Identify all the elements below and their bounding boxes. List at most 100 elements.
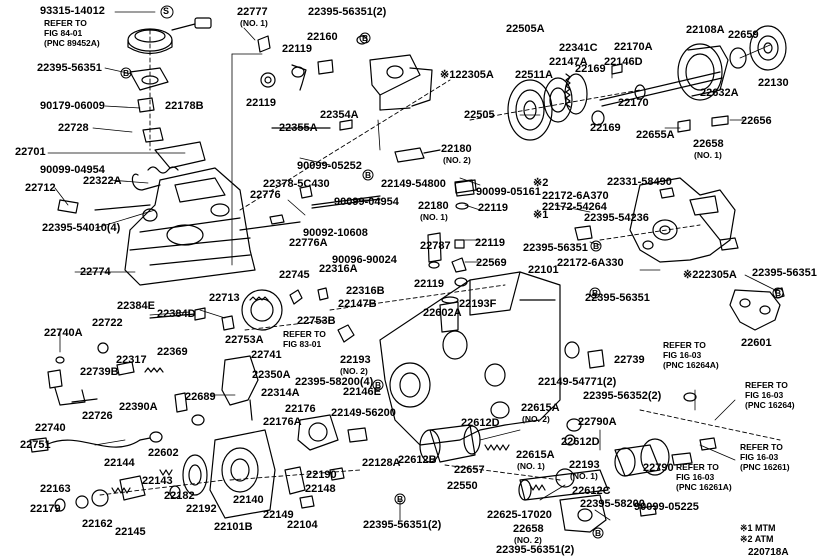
part-label: 22511A bbox=[515, 69, 553, 81]
pump-housing bbox=[379, 271, 605, 446]
part-note: (NO. 1) bbox=[694, 150, 722, 160]
part-label: 22790A bbox=[578, 416, 617, 428]
pump-cover bbox=[54, 429, 345, 519]
part-label: 93315-14012 bbox=[40, 5, 105, 17]
part-label: 22350A bbox=[252, 369, 291, 381]
part-label: 22316B bbox=[346, 285, 385, 297]
part-label: 22172-6A370 bbox=[542, 190, 609, 202]
part-label: 22505A bbox=[506, 23, 545, 35]
b-badge: B bbox=[375, 380, 382, 390]
part-label: 22172-6A330 bbox=[557, 257, 624, 269]
b-badge: B bbox=[123, 68, 130, 78]
part-label: 22178B bbox=[165, 100, 204, 112]
part-label: 22655A bbox=[636, 129, 675, 141]
part-label: 22777 bbox=[237, 6, 268, 18]
part-label: 22163 bbox=[40, 483, 71, 495]
part-label: 22322A bbox=[83, 175, 122, 187]
part-note: (NO. 2) bbox=[443, 155, 471, 165]
part-note: (NO. 1) bbox=[517, 461, 545, 471]
assembly-lines bbox=[99, 29, 781, 496]
reference-note: REFER TO FIG 16-03 (PNC 16264A) bbox=[663, 340, 719, 370]
part-label: 22182 bbox=[164, 490, 195, 502]
part-label: 22753A bbox=[225, 334, 264, 346]
part-label: 22632A bbox=[700, 87, 739, 99]
part-label: 22146D bbox=[604, 56, 643, 68]
part-label: 22190 bbox=[306, 469, 337, 481]
part-label: 22193 bbox=[569, 459, 600, 471]
part-label: 22739B bbox=[80, 366, 119, 378]
reference-note: REFER TO FIG 84-01 (PNC 89452A) bbox=[44, 18, 100, 48]
drive-shaft-assembly bbox=[507, 25, 787, 141]
part-label: 22119 bbox=[282, 43, 312, 55]
top-solenoid bbox=[127, 17, 212, 143]
part-label: 22169 bbox=[590, 122, 621, 134]
part-label: 90099-05225 bbox=[634, 501, 699, 513]
part-label: 22172-54264 bbox=[542, 201, 607, 213]
part-label: 22395-56351 bbox=[585, 292, 650, 304]
figure-code: 220718A bbox=[748, 547, 789, 558]
part-label: 22712 bbox=[25, 182, 56, 194]
part-label: 22140 bbox=[233, 494, 264, 506]
b-badge: B bbox=[593, 241, 600, 251]
reference-note: REFER TO FIG 16-03 (PNC 16261A) bbox=[676, 462, 732, 492]
part-label: 22689 bbox=[185, 391, 216, 403]
part-label: 22787 bbox=[420, 240, 451, 252]
part-label: 22550 bbox=[447, 480, 478, 492]
part-label: 22130 bbox=[758, 77, 789, 89]
part-label: 22170A bbox=[614, 41, 653, 53]
part-label: 22659 bbox=[728, 29, 759, 41]
part-label: 22369 bbox=[157, 346, 188, 358]
part-label: 22128A bbox=[362, 457, 401, 469]
part-label: 22602A bbox=[423, 307, 462, 319]
part-label: 90099-04954 bbox=[334, 196, 399, 208]
part-label: 22149 bbox=[263, 509, 294, 521]
part-label: 22739 bbox=[614, 354, 645, 366]
part-label: 22316A bbox=[319, 263, 358, 275]
part-label: 22601 bbox=[741, 337, 772, 349]
reference-note: REFER TO FIG 16-03 (PNC 16261) bbox=[740, 442, 790, 472]
b-badge: B bbox=[362, 33, 369, 43]
b-badge: B bbox=[592, 288, 599, 298]
part-label: 22180 bbox=[441, 143, 472, 155]
part-label: 90099-05252 bbox=[297, 160, 362, 172]
part-label: 22384D bbox=[157, 308, 196, 320]
part-label: 22179 bbox=[30, 503, 61, 515]
part-label: 22395-56351 bbox=[37, 62, 102, 74]
leader-lines bbox=[47, 11, 776, 521]
part-label: 22615A bbox=[516, 449, 555, 461]
part-label: 22657 bbox=[454, 464, 485, 476]
part-note: (NO. 1) bbox=[420, 212, 448, 222]
part-label: 22753B bbox=[297, 315, 336, 327]
part-note: (NO. 1) bbox=[570, 471, 598, 481]
part-label: 22658 bbox=[513, 523, 544, 535]
part-label: 90092-10608 bbox=[303, 227, 368, 239]
part-label: 22180 bbox=[418, 200, 449, 212]
part-label: 22395-54010(4) bbox=[42, 222, 121, 234]
part-label: 22144 bbox=[104, 457, 135, 469]
part-note: (NO. 2) bbox=[514, 535, 542, 545]
part-label: 22119 bbox=[478, 202, 508, 214]
part-label: 22625-17020 bbox=[487, 509, 552, 521]
part-label: 22726 bbox=[82, 410, 113, 422]
lever-assembly bbox=[454, 177, 739, 263]
part-label: 22395-56351(2) bbox=[308, 6, 387, 18]
part-label: 22395-56351(2) bbox=[496, 544, 575, 556]
part-label: 22119 bbox=[475, 237, 505, 249]
part-label: 22148 bbox=[305, 483, 336, 495]
part-label: 22612D bbox=[561, 436, 600, 448]
part-label: 22119 bbox=[246, 97, 276, 109]
part-label: 22395-56352(2) bbox=[583, 390, 662, 402]
part-label: 22192 bbox=[186, 503, 217, 515]
sensor-cable bbox=[29, 431, 163, 453]
part-label: 90179-06009 bbox=[40, 100, 105, 112]
part-label: 22101 bbox=[528, 264, 559, 276]
part-label: 22751 bbox=[20, 439, 51, 451]
b-badge: B bbox=[775, 288, 782, 298]
callout-circles bbox=[120, 5, 784, 539]
part-label: 22701 bbox=[15, 146, 46, 158]
reference-note: REFER TO FIG 16-03 (PNC 16264) bbox=[745, 380, 795, 410]
part-label: 22395-56351 bbox=[752, 267, 817, 279]
part-label: 22108A bbox=[686, 24, 725, 36]
part-label: 22741 bbox=[251, 349, 282, 361]
reference-note: REFER TO FIG 83-01 bbox=[283, 329, 326, 349]
